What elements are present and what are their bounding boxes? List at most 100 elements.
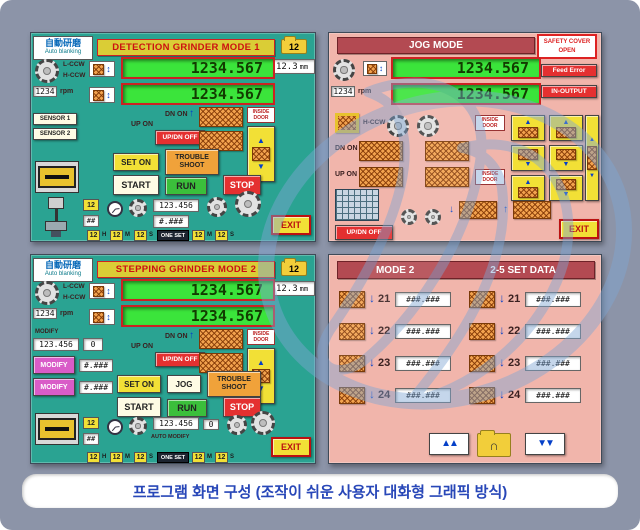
grinder-wheel-icon	[469, 323, 495, 340]
modify-value-display: 123.456	[33, 338, 79, 351]
panel1-title: DETECTION GRINDER MODE 1	[97, 39, 275, 56]
folder-icon[interactable]: 12	[281, 258, 307, 276]
double-down-icon: ▼▼	[537, 438, 555, 449]
measurement-display-2: 1234.567	[391, 83, 541, 105]
h-ccw-label: H-CCW	[63, 72, 86, 79]
door-down-button[interactable]: ▼	[511, 145, 545, 171]
updown-arrow-icon: ↕	[106, 311, 111, 322]
thickness-unit: mm	[299, 284, 309, 293]
sensor1-button[interactable]: SENSOR 1	[33, 113, 77, 125]
sensor2-button[interactable]: SENSOR 2	[33, 128, 77, 140]
count-box: 12	[83, 417, 99, 429]
wheel-hatch-icon	[93, 89, 105, 101]
seconds-box: 12	[134, 230, 147, 241]
measurement-display-1: 1234.567	[391, 57, 541, 79]
exit-button[interactable]: EXIT	[559, 219, 599, 239]
set-value-display[interactable]: ###.###	[395, 324, 451, 339]
thickness-display: 12.3 mm	[269, 281, 315, 296]
trouble-shoot-button[interactable]: TROUBLE SHOOT	[165, 149, 219, 175]
set-value-display[interactable]: ###.###	[395, 356, 451, 371]
measurement-display-2: 1234.567	[121, 305, 275, 327]
wheel-hatch-icon	[367, 63, 377, 74]
panel-jog-mode: JOG MODE SAFETY COVER OPEN Feed Error IN…	[328, 32, 602, 242]
page-down-button[interactable]: ▼▼	[525, 433, 565, 455]
up-on-label: UP ON	[131, 343, 154, 350]
updn-off-button[interactable]: UP/DN OFF	[335, 225, 393, 240]
set-on-button[interactable]: SET ON	[117, 375, 161, 393]
set-minutes-box: 12	[192, 452, 205, 463]
page-up-button[interactable]: ▲▲	[429, 433, 469, 455]
auto-blanking-cn: 自動研磨	[44, 38, 81, 48]
grinder-tool-icon	[41, 197, 71, 239]
door-up-button[interactable]: ▲	[511, 115, 545, 141]
spindle-gear-icon	[35, 59, 59, 83]
down-arrow-icon: ↓	[369, 387, 375, 401]
auto-blanking-cn: 自動研磨	[44, 260, 81, 270]
modify-plus-button[interactable]: MODIFY	[33, 356, 75, 374]
exit-button[interactable]: EXIT	[271, 215, 311, 235]
count-box: 12	[83, 199, 99, 211]
down-arrow-icon: ↓	[499, 323, 505, 337]
trouble-shoot-button[interactable]: TROUBLE SHOOT	[207, 371, 261, 397]
file-open-button[interactable]: ∩	[477, 430, 511, 457]
in-output-button[interactable]: IN-OUTPUT	[541, 85, 597, 98]
grinder-wheel-icon	[469, 387, 495, 404]
set-on-button[interactable]: SET ON	[113, 153, 159, 171]
updn-off-button[interactable]: UP/DN OFF	[155, 130, 205, 145]
start-button[interactable]: START	[117, 397, 161, 417]
rpm-value: 1234	[33, 308, 57, 319]
set-value-display[interactable]: ###.###	[525, 388, 581, 403]
down-arrow-icon: ↓	[449, 204, 454, 215]
door-down-button[interactable]: ▼	[549, 145, 583, 171]
grinding-wheel-icon	[199, 329, 243, 349]
door-up-button[interactable]: ▲	[511, 175, 545, 201]
up-triangle-icon: ▲	[257, 358, 265, 367]
small-gear-icon	[207, 197, 227, 217]
down-arrow-icon: ↓	[369, 291, 375, 305]
run-button[interactable]: RUN	[165, 177, 207, 195]
one-set-label: ONE SET	[157, 230, 189, 241]
seconds-label: S	[149, 232, 154, 238]
set-value-display[interactable]: ###.###	[395, 388, 451, 403]
hours-label: H	[102, 232, 107, 238]
modify-minus-button[interactable]: MODIFY	[33, 378, 75, 396]
rpm-value: 1234	[331, 86, 355, 97]
up-triangle-icon: ▲	[562, 118, 570, 126]
grinder-wheel-icon	[469, 355, 495, 372]
stop-button[interactable]: STOP	[223, 175, 261, 195]
spindle-updown-icon: ↕	[89, 309, 115, 325]
spindle-updown-icon: ↕	[89, 87, 115, 103]
down-triangle-icon: ▼	[562, 160, 570, 168]
panel-stepping-grinder-mode2: 自動研磨 Auto blanking STEPPING GRINDER MODE…	[30, 254, 316, 464]
set-number: 24	[378, 389, 391, 401]
set-value-display[interactable]: ###.###	[395, 292, 451, 307]
workhead-icon	[335, 113, 359, 133]
up-on-label: UP ON	[335, 171, 358, 178]
set-number: 23	[508, 357, 521, 369]
down-triangle-icon: ▼	[562, 190, 570, 198]
up-triangle-icon: ▲	[524, 178, 532, 186]
set-value-display[interactable]: ###.###	[525, 356, 581, 371]
thickness-value: 12.3	[275, 283, 298, 294]
minutes-label: M	[125, 232, 130, 238]
door-updown-column-button[interactable]: ▲ ▼	[585, 115, 599, 201]
dn-on-label: DN ON	[165, 111, 188, 118]
grinding-wheel-icon	[513, 201, 551, 219]
set-value-display[interactable]: ###.###	[525, 292, 581, 307]
inside-door-button[interactable]: ▲ ▼	[247, 126, 275, 182]
exit-button[interactable]: EXIT	[271, 437, 311, 457]
start-button[interactable]: START	[113, 175, 159, 195]
chuck-plate-icon	[335, 189, 379, 221]
down-arrow-icon: ↓	[499, 355, 505, 369]
folder-icon[interactable]: 12	[281, 36, 307, 54]
feed-error-button[interactable]: Feed Error	[541, 64, 597, 77]
jog-button[interactable]: JOG	[167, 375, 201, 393]
door-up-button[interactable]: ▲	[549, 115, 583, 141]
grinding-wheel-icon	[199, 353, 243, 373]
double-up-icon: ▲▲	[441, 438, 459, 449]
clock-icon	[107, 201, 123, 217]
run-button[interactable]: RUN	[167, 399, 207, 417]
updn-off-button[interactable]: UP/DN OFF	[155, 352, 205, 367]
door-down-button[interactable]: ▼	[549, 175, 583, 201]
set-value-display[interactable]: ###.###	[525, 324, 581, 339]
